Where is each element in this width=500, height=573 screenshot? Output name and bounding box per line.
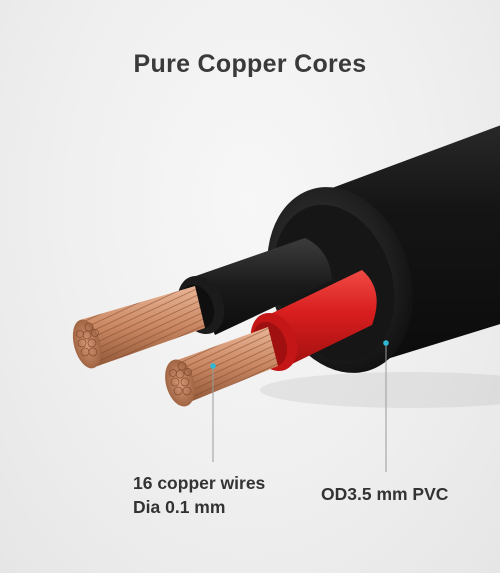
- jacket-marker-dot: [383, 340, 389, 346]
- cable-shadow: [260, 372, 500, 408]
- copper-wire-diameter-text: Dia 0.1 mm: [133, 497, 226, 517]
- copper-conductor-black: [72, 286, 205, 369]
- copper-conductor-red: [165, 327, 278, 407]
- jacket-spec-label: OD3.5 mm PVC: [321, 484, 449, 504]
- page-title: Pure Copper Cores: [133, 50, 367, 78]
- copper-wires-label: 16 copper wires Dia 0.1 mm: [133, 471, 265, 519]
- copper-wires-count-text: 16 copper wires: [133, 473, 266, 493]
- wires-marker-dot: [210, 363, 216, 369]
